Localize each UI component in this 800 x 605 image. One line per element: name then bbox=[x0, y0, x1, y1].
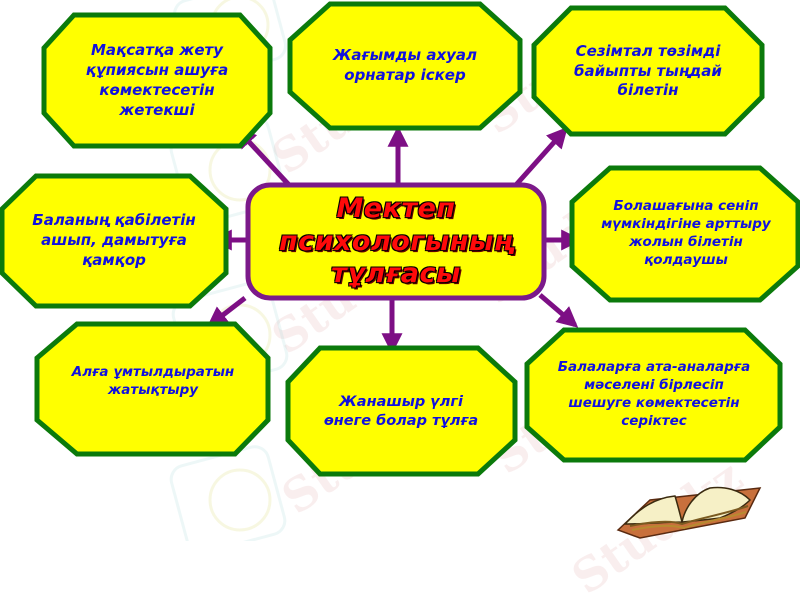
arrow-bottom-left bbox=[206, 296, 247, 328]
diagram-canvas bbox=[0, 1, 800, 539]
node-top-center: Жағымды ахуал орнатар іскер bbox=[295, 10, 515, 122]
node-text-line: қолдаушы bbox=[644, 251, 728, 268]
center-title: Мектеп психологының тұлғасы bbox=[248, 186, 544, 298]
node-text-line: жатықтыру bbox=[107, 382, 199, 398]
node-text-line: байыпты тыңдай bbox=[574, 61, 722, 80]
node-shape-middle-right bbox=[569, 165, 800, 303]
node-text-line: жолын білетін bbox=[629, 234, 743, 250]
node-shape-bottom-center bbox=[285, 345, 518, 477]
node-text-line: мүмкіндігіне арттыру bbox=[601, 216, 771, 233]
node-shape-middle-left bbox=[0, 173, 229, 309]
center-title-line: тұлғасы bbox=[331, 258, 461, 290]
node-top-right: Сезімтал төзімді байыпты тыңдай білетін bbox=[540, 14, 756, 129]
node-text-line: мәселені бірлесіп bbox=[584, 377, 724, 394]
node-text-line: серіктес bbox=[621, 412, 687, 429]
node-shape-bottom-left bbox=[34, 321, 271, 457]
node-bottom-center: Жанашыр үлгі өнеге болар тұлға bbox=[292, 356, 510, 468]
node-shape-top-right bbox=[531, 5, 765, 137]
center-shape bbox=[245, 182, 547, 301]
node-text-line: қамқор bbox=[82, 250, 146, 269]
node-text-line: Балаларға ата-аналарға bbox=[557, 359, 751, 376]
node-bottom-right: Балаларға ата-аналарға мәселені бірлесіп… bbox=[532, 334, 776, 456]
node-text-line: көмектесетін bbox=[99, 81, 215, 99]
node-top-left: Мақсатқа жету құпиясын ашуға көмектесеті… bbox=[50, 22, 264, 140]
node-text-line: Мақсатқа жету bbox=[90, 41, 224, 60]
node-shape-bottom-right bbox=[524, 327, 783, 463]
node-text-line: орнатар іскер bbox=[344, 66, 466, 84]
node-text-line: Болашағына сеніп bbox=[613, 198, 759, 215]
node-shape-top-center bbox=[287, 1, 523, 131]
node-text-line: Жанашыр үлгі bbox=[339, 393, 463, 410]
arrow-bottom-right bbox=[538, 293, 579, 328]
node-middle-left: Баланың қабілетін ашып, дамытуға қамқор bbox=[6, 182, 222, 300]
node-text-line: құпиясын ашуға bbox=[85, 61, 229, 80]
center-title-line: Мектеп bbox=[336, 192, 456, 224]
node-bottom-left: Алға ұмтылдыратын жатықтыру bbox=[42, 330, 264, 434]
node-text-line: Жағымды ахуал bbox=[332, 46, 478, 65]
node-text-line: Алға ұмтылдыратын bbox=[71, 364, 235, 381]
node-text-line: ашып, дамытуға bbox=[41, 231, 187, 250]
node-text-line: білетін bbox=[617, 81, 679, 100]
node-middle-right: Болашағына сеніп мүмкіндігіне арттыру жо… bbox=[576, 172, 796, 296]
node-text-line: Баланың қабілетін bbox=[32, 211, 196, 230]
arrow-top-right bbox=[513, 126, 568, 188]
node-text-line: Сезімтал төзімді bbox=[575, 41, 721, 60]
node-text-line: өнеге болар тұлға bbox=[323, 413, 479, 429]
center-title-line: психологының bbox=[278, 225, 514, 257]
open-book-icon bbox=[616, 486, 762, 539]
node-text-line: жетекші bbox=[119, 100, 195, 119]
node-text-line: шешуге көмектесетін bbox=[568, 395, 740, 411]
node-shape-top-left bbox=[41, 12, 273, 149]
